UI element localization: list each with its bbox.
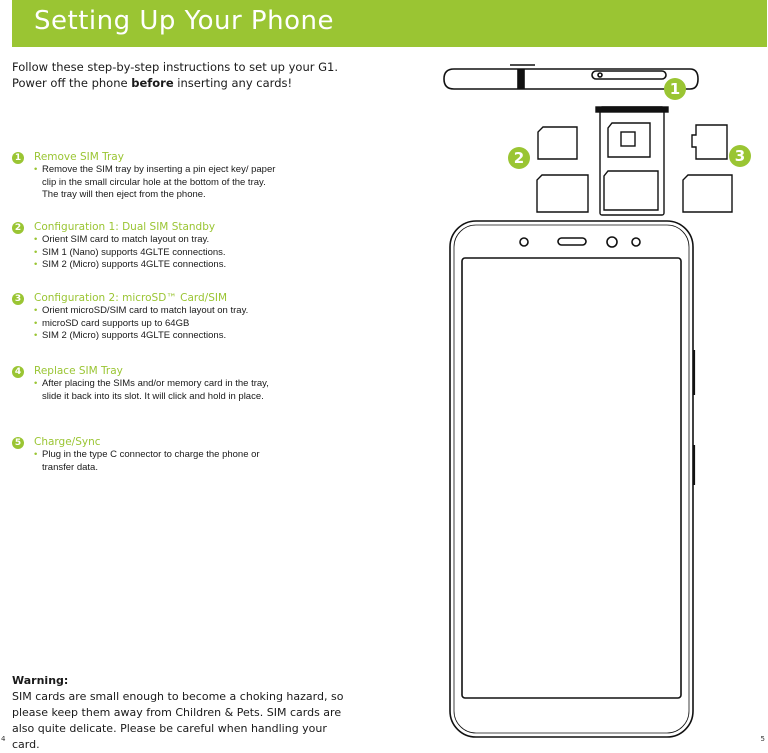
phone-front	[449, 220, 696, 738]
step-title: Configuration 2: microSD™ Card/SIM	[34, 292, 228, 304]
sim-cards-right	[682, 124, 733, 213]
step-title: Configuration 1: Dual SIM Standby	[34, 221, 216, 233]
step-title: Replace SIM Tray	[34, 365, 123, 377]
step-bullets: Plug in the type C connector to charge t…	[34, 449, 284, 474]
phone-side-view	[443, 64, 699, 90]
bullet-item: Orient SIM card to match layout on tray.	[34, 234, 284, 247]
title-bar: Setting Up Your Phone	[12, 0, 767, 47]
bullet-item: SIM 2 (Micro) supports 4GLTE connections…	[34, 259, 284, 272]
callout-badge: 3	[729, 145, 751, 167]
callout-badge: 2	[508, 147, 530, 169]
warning-text: SIM cards are small enough to become a c…	[12, 690, 344, 751]
sim-tray	[595, 106, 669, 216]
step-title: Charge/Sync	[34, 436, 101, 448]
step-title: Remove SIM Tray	[34, 151, 124, 163]
intro-bold-word: before	[131, 76, 174, 90]
intro-line-2: Power off the phone before inserting any…	[12, 75, 338, 91]
warning-title: Warning:	[12, 674, 69, 687]
step-bullets: After placing the SIMs and/or memory car…	[34, 378, 284, 403]
bullet-item: SIM 2 (Micro) supports 4GLTE connections…	[34, 330, 284, 343]
step-bullets: Remove the SIM tray by inserting a pin e…	[34, 164, 284, 202]
step-number-badge: 5	[12, 437, 24, 449]
intro-line-1: Follow these step-by-step instructions t…	[12, 60, 339, 74]
bullet-item: Orient microSD/SIM card to match layout …	[34, 305, 284, 318]
step-bullets: Orient microSD/SIM card to match layout …	[34, 305, 284, 343]
step-bullets: Orient SIM card to match layout on tray.…	[34, 234, 284, 272]
bullet-item: After placing the SIMs and/or memory car…	[34, 378, 284, 403]
page-number-right: 5	[760, 735, 765, 743]
bullet-item: microSD card supports up to 64GB	[34, 318, 284, 331]
callout-badge: 1	[664, 78, 686, 100]
warning-box: Warning: SIM cards are small enough to b…	[12, 673, 352, 753]
sim-cards-left	[536, 126, 589, 213]
bullet-item: Plug in the type C connector to charge t…	[34, 449, 284, 474]
intro-line-2-pre: Power off the phone	[12, 76, 132, 90]
intro-line-2-post: inserting any cards!	[173, 76, 293, 90]
step-number-badge: 2	[12, 222, 24, 234]
bullet-item: SIM 1 (Nano) supports 4GLTE connections.	[34, 247, 284, 260]
page-title: Setting Up Your Phone	[34, 6, 334, 36]
step-number-badge: 4	[12, 366, 24, 378]
phone-illustration	[443, 64, 733, 738]
intro-text: Follow these step-by-step instructions t…	[12, 59, 338, 91]
page-number-left: 4	[1, 735, 6, 743]
step-number-badge: 3	[12, 293, 24, 305]
step-number-badge: 1	[12, 152, 24, 164]
bullet-item: Remove the SIM tray by inserting a pin e…	[34, 164, 284, 202]
